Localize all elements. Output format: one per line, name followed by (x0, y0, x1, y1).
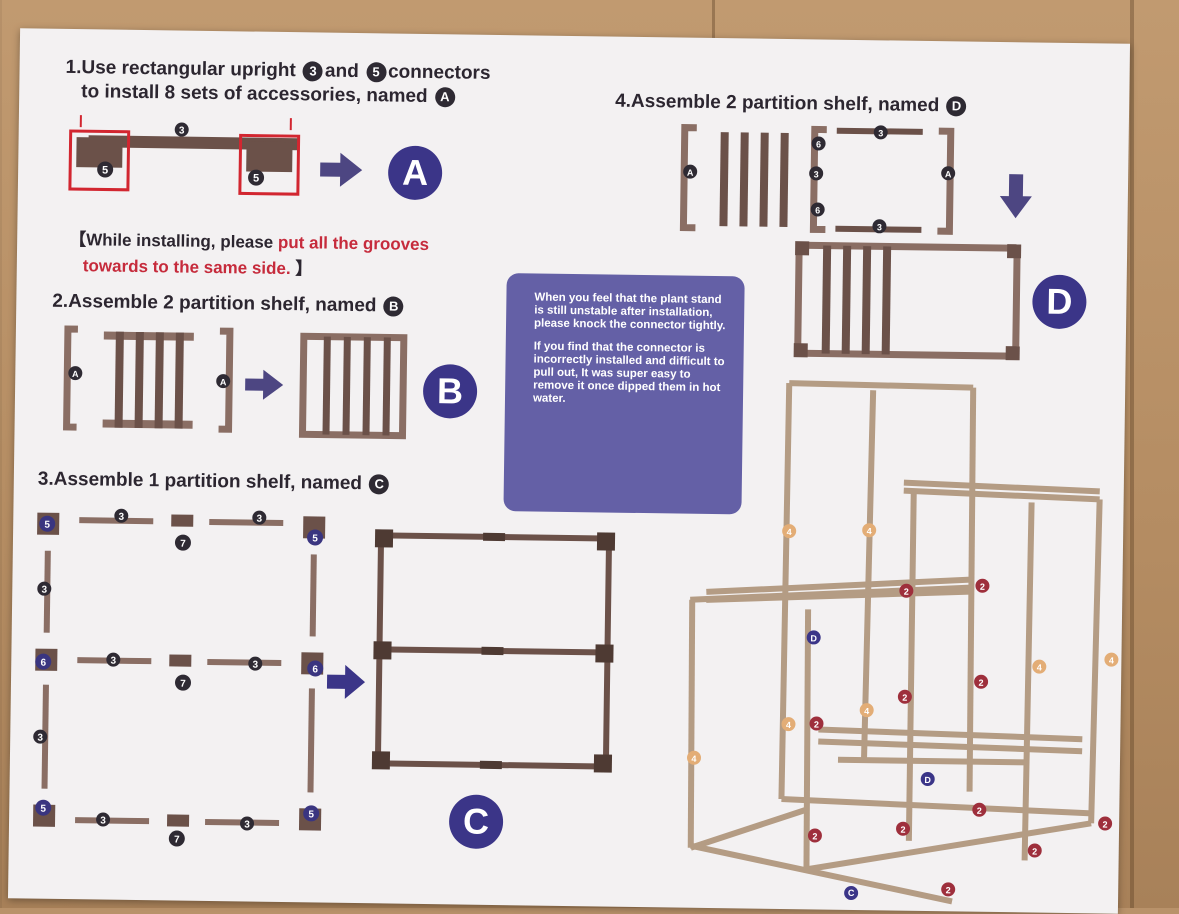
svg-text:3: 3 (41, 585, 47, 596)
step2-parts-diagram: A A (63, 325, 234, 433)
step4-parts-diagram: A A 6 3 6 3 3 (679, 124, 956, 235)
svg-text:3: 3 (252, 660, 258, 671)
badge-a: A (434, 87, 456, 108)
svg-text:A: A (687, 168, 694, 178)
svg-text:5: 5 (308, 809, 314, 820)
svg-text:6: 6 (816, 139, 821, 149)
svg-text:6: 6 (312, 664, 318, 675)
svg-text:3: 3 (179, 126, 185, 137)
step2-result-diagram (298, 332, 408, 440)
svg-text:4: 4 (1037, 663, 1042, 673)
cardboard-seam (712, 0, 715, 60)
svg-text:5: 5 (40, 804, 46, 815)
svg-text:5: 5 (312, 533, 318, 544)
svg-text:4: 4 (691, 754, 696, 764)
step1-diagram: 5 5 3 (68, 115, 301, 196)
note-line1: 【While installing, please put all the gr… (69, 229, 430, 255)
svg-text:4: 4 (864, 706, 869, 716)
svg-text:2: 2 (946, 885, 951, 895)
badge-3: 3 (302, 61, 324, 82)
svg-text:2: 2 (812, 831, 817, 841)
result-a-circle: A (387, 145, 443, 201)
svg-text:4: 4 (787, 527, 792, 537)
svg-text:3: 3 (244, 820, 250, 831)
result-b-circle: B (422, 363, 478, 419)
step1-title-line2: to install 8 sets of accessories, named … (81, 81, 457, 108)
svg-text:5: 5 (102, 164, 108, 176)
badge-d: D (946, 96, 967, 117)
step4-result-diagram (793, 241, 1022, 361)
svg-text:3: 3 (877, 222, 882, 232)
svg-text:2: 2 (904, 587, 909, 597)
svg-text:2: 2 (814, 719, 819, 729)
badge-5: 5 (365, 62, 387, 83)
svg-text:D: D (810, 633, 817, 643)
step2-arrow (245, 369, 284, 400)
assembled-c-label: C (842, 884, 860, 902)
step3-arrow (326, 664, 366, 699)
step1-arrow (320, 152, 363, 187)
svg-text:3: 3 (110, 656, 116, 667)
svg-text:5: 5 (253, 173, 259, 185)
result-c-circle: C (448, 794, 504, 850)
svg-text:2: 2 (1032, 847, 1037, 857)
svg-text:6: 6 (40, 658, 46, 669)
svg-text:2: 2 (979, 678, 984, 688)
svg-text:4: 4 (1109, 656, 1114, 666)
svg-text:3: 3 (37, 733, 43, 744)
step4-down-arrow (999, 174, 1032, 219)
tip-paragraph-1: When you feel that the plant stand is st… (533, 291, 726, 333)
step3-parts-diagram: 5 5 5 5 6 6 3 3 3 3 3 3 3 3 7 7 7 (32, 508, 326, 847)
svg-text:4: 4 (867, 526, 872, 536)
svg-text:2: 2 (980, 582, 985, 592)
step3-title: 3.Assemble 1 partition shelf, named C (38, 469, 392, 496)
svg-text:A: A (945, 169, 952, 179)
svg-text:7: 7 (174, 835, 180, 846)
svg-text:2: 2 (902, 693, 907, 703)
badge-c: C (369, 474, 390, 495)
svg-text:6: 6 (815, 205, 820, 215)
svg-text:3: 3 (118, 512, 124, 523)
svg-text:2: 2 (1103, 819, 1108, 829)
step4-title: 4.Assemble 2 partition shelf, named D (615, 91, 969, 118)
assembled-plant-stand-diagram: 4 4 4 4 4 4 4 2 2 2 2 2 2 2 2 2 2 2 D D (687, 380, 1119, 905)
result-d-circle: D (1032, 274, 1087, 330)
svg-text:3: 3 (878, 128, 883, 138)
svg-text:7: 7 (180, 539, 186, 550)
svg-text:4: 4 (786, 720, 791, 730)
svg-text:2: 2 (900, 825, 905, 835)
svg-text:3: 3 (100, 815, 106, 826)
svg-text:3: 3 (814, 169, 819, 179)
svg-text:5: 5 (44, 520, 50, 531)
step2-title: 2.Assemble 2 partition shelf, named B (52, 291, 406, 318)
svg-text:2: 2 (977, 806, 982, 816)
svg-text:7: 7 (180, 679, 186, 690)
note-line2: towards to the same side. 】 (82, 256, 313, 279)
svg-text:3: 3 (256, 514, 262, 525)
badge-b: B (383, 296, 404, 317)
svg-text:A: A (220, 377, 227, 387)
cardboard-seam (1130, 0, 1134, 908)
step3-result-diagram (371, 529, 616, 773)
svg-text:D: D (924, 775, 931, 785)
svg-text:A: A (72, 369, 79, 379)
